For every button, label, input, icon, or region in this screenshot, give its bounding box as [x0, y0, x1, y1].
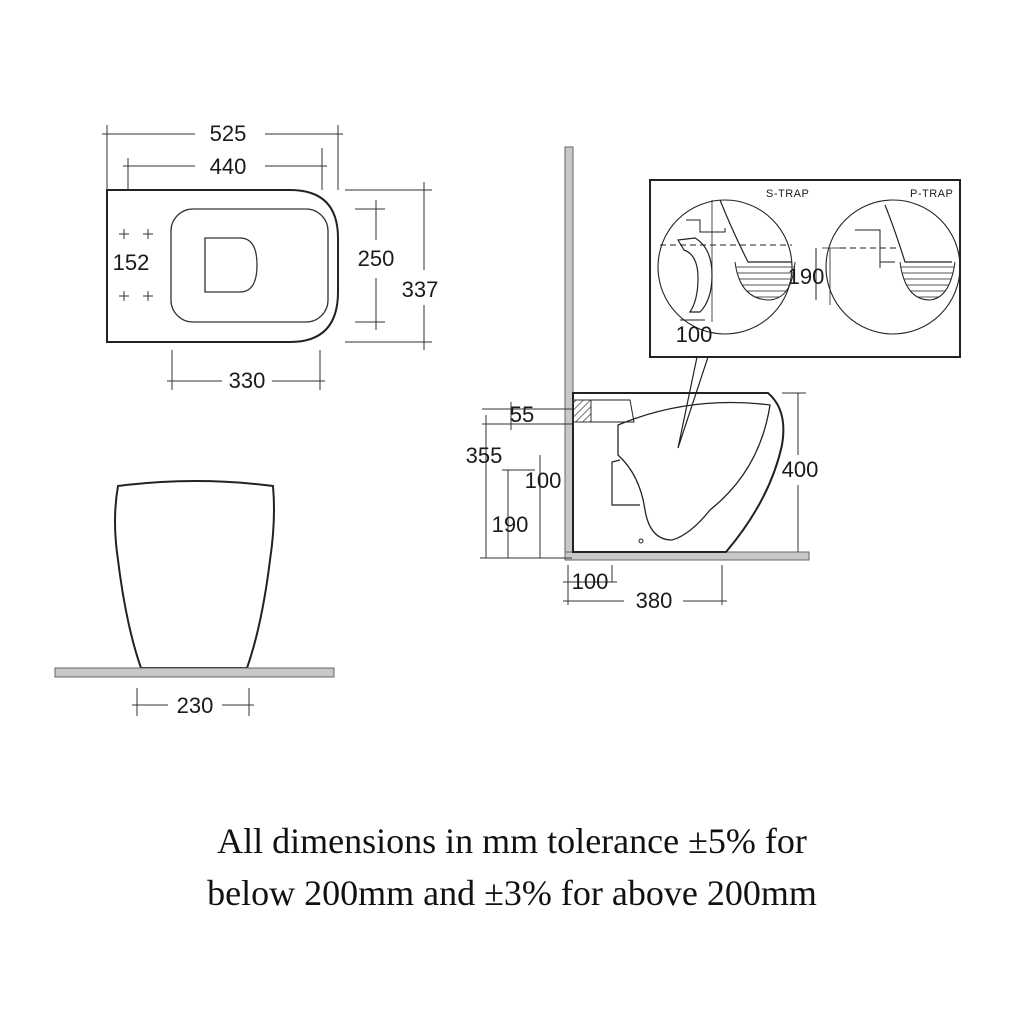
front-view-floor: [54, 667, 335, 678]
side-view-trap: [611, 459, 640, 506]
fixing-holes: [119, 229, 153, 301]
dim-width-bowl: 440: [210, 154, 247, 179]
trap-detail: S-TRAP P-TRAP 190 100: [649, 179, 961, 358]
tolerance-note-line2: below 200mm and ±3% for above 200mm: [207, 873, 817, 913]
top-view-outline: [106, 189, 339, 343]
dim-fixing-centres: 152: [113, 250, 150, 275]
dim-s-trap-offset: 100: [676, 322, 713, 347]
dim-inlet-height: 355: [466, 443, 503, 468]
tolerance-note: All dimensions in mm tolerance ±5% for b…: [0, 815, 1024, 919]
p-trap-label: P-TRAP: [910, 188, 953, 200]
dim-outlet-offset: 100: [525, 468, 562, 493]
dim-depth-overall: 337: [402, 277, 439, 302]
dim-base-width: 230: [177, 693, 214, 718]
s-trap-detail: [657, 199, 796, 335]
top-view-bowl: [204, 237, 258, 293]
side-view: 55 355 100 190 400 100 380: [466, 146, 819, 613]
dim-pan-height: 400: [782, 457, 819, 482]
side-view-bowl: [617, 401, 771, 541]
side-view-inlet: [572, 399, 592, 423]
tolerance-note-line1: All dimensions in mm tolerance ±5% for: [217, 821, 807, 861]
s-trap-label: S-TRAP: [766, 188, 809, 200]
dim-seat-depth: 250: [358, 246, 395, 271]
top-view-seat: [170, 208, 329, 323]
dim-width-overall: 525: [210, 121, 247, 146]
detail-pointer: [677, 356, 709, 449]
side-view-wall: [564, 146, 574, 560]
p-trap-detail: [822, 199, 961, 335]
side-view-pan: [572, 392, 785, 553]
top-view: 525 440 152 250 337 330: [102, 121, 438, 393]
dim-seat-width: 330: [229, 368, 266, 393]
dim-outlet-height: 190: [492, 512, 529, 537]
side-view-floor: [564, 551, 810, 561]
dim-wall-to-outlet: 100: [572, 569, 609, 594]
dim-p-trap-height: 190: [788, 264, 825, 289]
dim-projection: 380: [636, 588, 673, 613]
front-view-body: [114, 480, 275, 669]
dim-rim-thickness: 55: [510, 402, 534, 427]
front-view: 230: [54, 480, 335, 718]
